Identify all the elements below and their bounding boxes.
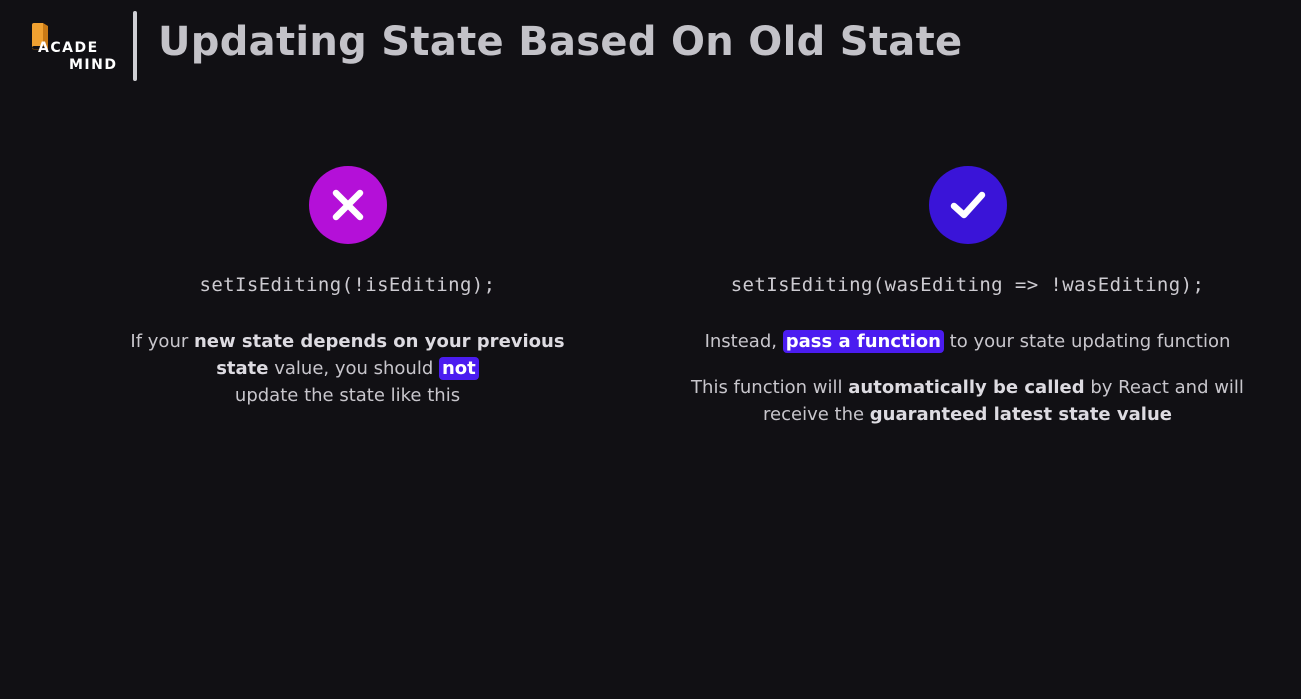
wrong-approach-panel: setIsEditing(!isEditing); If your new st…: [120, 164, 575, 409]
text-segment: If your: [130, 331, 194, 352]
text-segment: to your state updating function: [943, 331, 1231, 352]
emphasis-text: guaranteed latest state value: [869, 404, 1172, 425]
book-logo-icon: [32, 23, 48, 50]
logo-text-line1: ACADE: [38, 40, 99, 56]
academind-logo: ACADE MIND: [28, 20, 120, 74]
text-segment: by React and will receive the: [763, 377, 1244, 425]
x-mark-icon: [332, 189, 363, 221]
text-segment: This function will: [691, 377, 849, 398]
correct-code-snippet: setIsEditing(wasEditing => !wasEditing);: [730, 274, 1205, 296]
checkmark-badge: [928, 166, 1007, 244]
text-segment: value, you should: [268, 358, 439, 379]
correct-approach-description: Instead, pass a function to your state u…: [660, 328, 1275, 355]
emphasis-text: new state depends on your previous state: [193, 331, 565, 379]
checkmark-icon: [950, 191, 985, 219]
x-mark-badge: [308, 166, 387, 244]
highlight-not: not: [438, 357, 479, 380]
header-divider: [133, 11, 137, 81]
wrong-code-snippet: setIsEditing(!isEditing);: [199, 274, 496, 296]
wrong-approach-description: If your new state depends on your previo…: [120, 328, 575, 409]
function-behavior-description: This function will automatically be call…: [660, 374, 1275, 428]
emphasis-text: automatically be called: [848, 377, 1085, 398]
text-segment: update the state like this: [234, 385, 461, 406]
text-segment: Instead,: [704, 331, 783, 352]
slide-title: Updating State Based On Old State: [158, 19, 963, 65]
correct-approach-panel: setIsEditing(wasEditing => !wasEditing);…: [660, 164, 1275, 428]
highlight-pass-a-function: pass a function: [782, 330, 944, 353]
logo-text-line2: MIND: [69, 57, 118, 73]
